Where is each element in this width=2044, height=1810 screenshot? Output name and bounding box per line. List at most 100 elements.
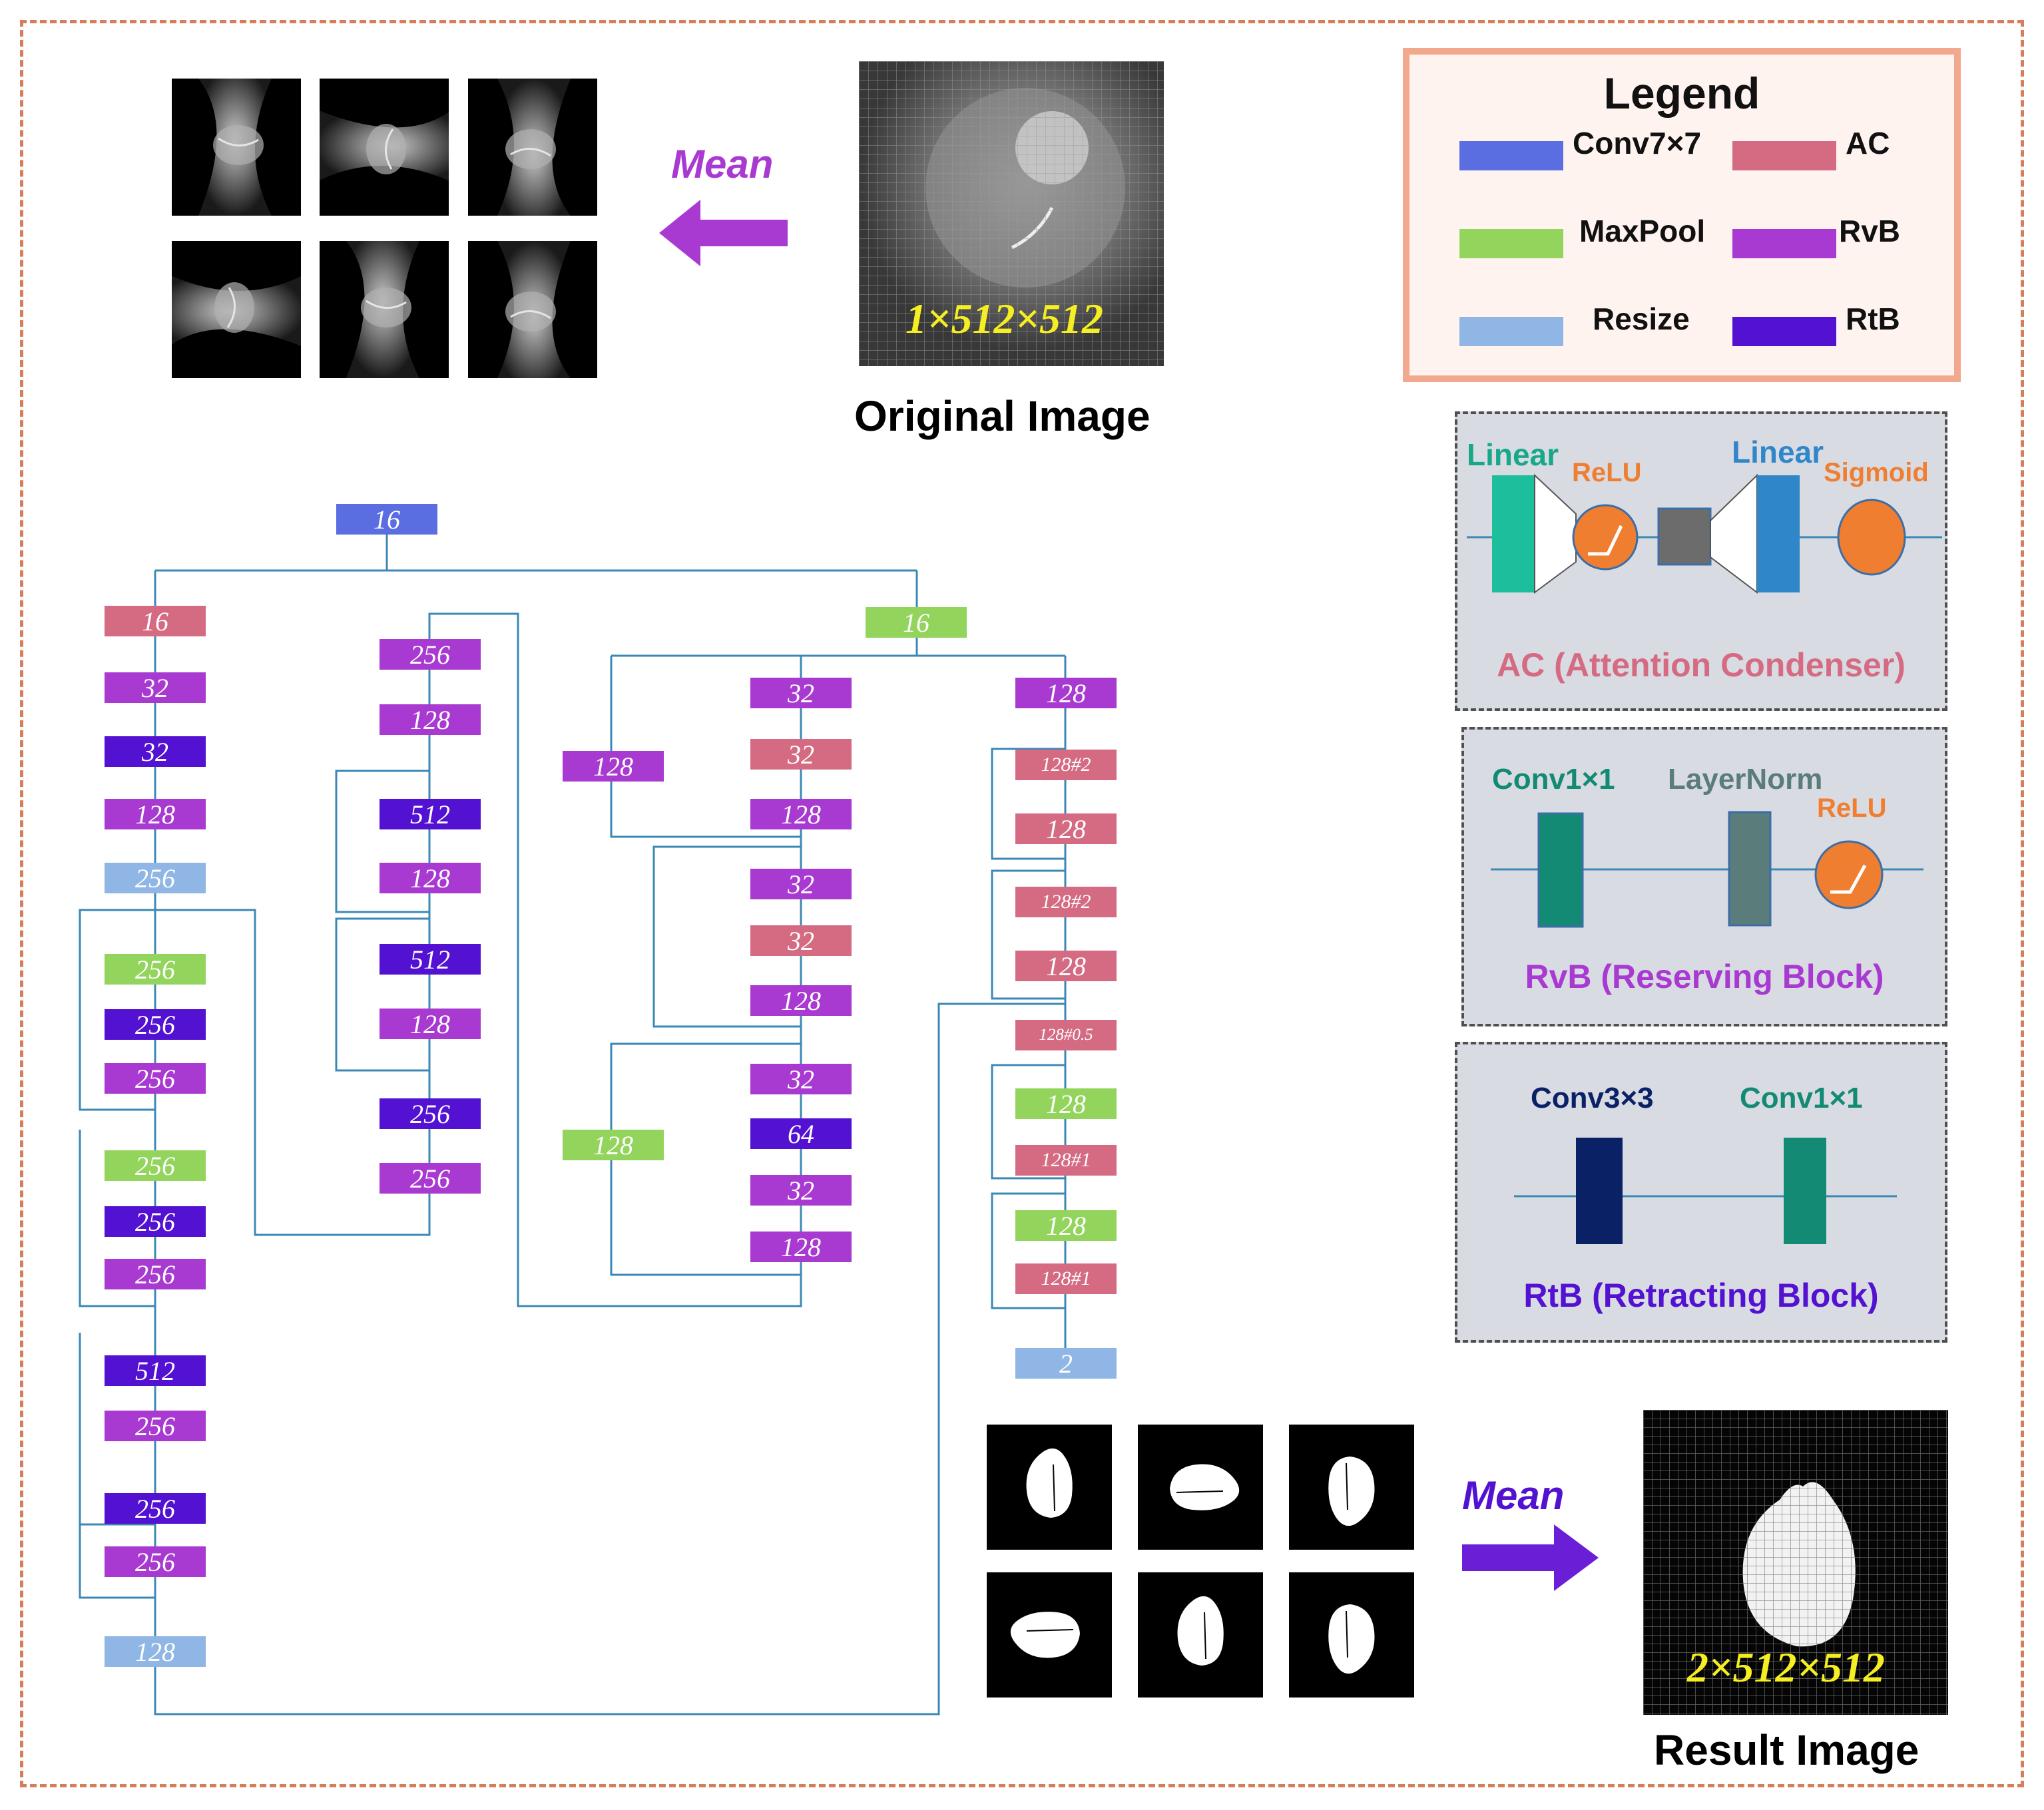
block-f7: 128 — [1015, 1088, 1117, 1119]
ac-panel-title: AC (Attention Condenser) — [1497, 646, 1906, 684]
block-d1: 128 — [563, 751, 664, 782]
rtb-conv3-label: Conv3×3 — [1531, 1082, 1654, 1114]
block-f2: 128#2 — [1015, 750, 1117, 780]
block-m0: 16 — [866, 607, 967, 638]
result-image: 2×512×512 — [1643, 1410, 1948, 1715]
ac-relu-label: ReLU — [1572, 458, 1642, 487]
rtb-panel: Conv3×3 Conv1×1 RtB (Retracting Block) — [1455, 1042, 1947, 1343]
block-a16: 128 — [105, 1636, 206, 1667]
ac-panel: Linear ReLU Linear Sigmoid AC (Attention… — [1455, 411, 1947, 711]
block-a10: 256 — [105, 1206, 206, 1237]
ac-sigmoid-label: Sigmoid — [1824, 458, 1929, 487]
original-image-caption: Original Image — [854, 392, 1150, 440]
block-e7: 32 — [750, 1064, 852, 1094]
rvb-conv-label: Conv1×1 — [1492, 763, 1615, 795]
block-a15: 256 — [105, 1546, 206, 1577]
block-c6: 128 — [380, 1009, 481, 1039]
input-thumbnail-0 — [172, 79, 301, 216]
input-thumbnail-5 — [468, 241, 597, 378]
mean-label-bottom: Mean — [1462, 1473, 1565, 1518]
block-a9: 256 — [105, 1150, 206, 1181]
mean-label-top: Mean — [671, 142, 774, 186]
block-a12: 512 — [105, 1355, 206, 1386]
block-c5: 512 — [380, 944, 481, 975]
block-e3: 128 — [750, 799, 852, 829]
legend-swatch-1 — [1732, 141, 1836, 170]
block-f6: 128#0.5 — [1015, 1020, 1117, 1050]
block-a4: 128 — [105, 799, 206, 829]
result-image-caption: Result Image — [1654, 1726, 1919, 1774]
block-f4: 128#2 — [1015, 887, 1117, 917]
block-c8: 256 — [380, 1163, 481, 1194]
block-f9: 128 — [1015, 1210, 1117, 1241]
block-f11: 2 — [1015, 1348, 1117, 1379]
block-c2: 128 — [380, 704, 481, 735]
legend-box: Legend Conv7×7 AC MaxPool RvB Resize RtB — [1403, 48, 1961, 382]
block-f8: 128#1 — [1015, 1145, 1117, 1176]
block-e6: 128 — [750, 985, 852, 1016]
input-thumbnail-1 — [320, 79, 449, 216]
original-dims: 1×512×512 — [905, 295, 1103, 342]
rtb-schematic — [1514, 1138, 1897, 1244]
output-thumbnail-1 — [1138, 1425, 1263, 1550]
input-thumbnail-2 — [468, 79, 597, 216]
block-e9: 32 — [750, 1175, 852, 1206]
legend-swatch-0 — [1459, 141, 1563, 170]
block-e2: 32 — [750, 739, 852, 770]
block-f10: 128#1 — [1015, 1263, 1117, 1294]
rtb-conv1-label: Conv1×1 — [1740, 1082, 1863, 1114]
legend-title: Legend — [1603, 69, 1760, 118]
block-f3: 128 — [1015, 813, 1117, 844]
block-a6: 256 — [105, 954, 206, 985]
output-thumbnail-5 — [1289, 1572, 1414, 1697]
block-b0: 16 — [336, 504, 437, 535]
rvb-panel: Conv1×1 LayerNorm ReLU RvB (Reserving Bl… — [1461, 727, 1947, 1026]
block-a13: 256 — [105, 1411, 206, 1441]
legend-label-3: RvB — [1839, 214, 1901, 248]
input-thumbnail-3 — [172, 241, 301, 378]
ac-schematic — [1467, 473, 1942, 594]
block-a14: 256 — [105, 1493, 206, 1524]
block-a5: 256 — [105, 863, 206, 893]
block-d2: 128 — [563, 1130, 664, 1160]
legend-label-2: MaxPool — [1579, 214, 1706, 248]
block-a7: 256 — [105, 1009, 206, 1040]
ac-linear1-label: Linear — [1467, 437, 1559, 472]
legend-swatch-4 — [1459, 317, 1563, 346]
block-f1: 128 — [1015, 678, 1117, 708]
legend-label-5: RtB — [1846, 302, 1900, 336]
output-thumbnail-2 — [1289, 1425, 1414, 1550]
output-thumbnail-4 — [1138, 1572, 1263, 1697]
legend-swatch-2 — [1459, 229, 1563, 258]
block-c3: 512 — [380, 799, 481, 829]
block-e4: 32 — [750, 869, 852, 899]
right-arrow-icon — [1462, 1524, 1599, 1591]
rvb-panel-title: RvB (Reserving Block) — [1525, 958, 1884, 995]
legend-swatch-3 — [1732, 229, 1836, 258]
ac-linear2-label: Linear — [1732, 435, 1824, 469]
block-a1: 16 — [105, 606, 206, 636]
block-e8: 64 — [750, 1118, 852, 1149]
output-thumbnail-3 — [987, 1572, 1112, 1697]
rvb-relu-label: ReLU — [1817, 793, 1887, 823]
legend-label-0: Conv7×7 — [1573, 126, 1702, 160]
block-a11: 256 — [105, 1259, 206, 1289]
legend-label-1: AC — [1846, 126, 1890, 160]
block-e5: 32 — [750, 925, 852, 956]
legend-swatch-5 — [1732, 317, 1836, 346]
rtb-panel-title: RtB (Retracting Block) — [1523, 1277, 1879, 1314]
left-arrow-icon — [659, 200, 788, 266]
block-c1: 256 — [380, 639, 481, 670]
original-image: 1×512×512 — [859, 61, 1164, 366]
block-a2: 32 — [105, 672, 206, 703]
block-a8: 256 — [105, 1063, 206, 1094]
dashed-border — [20, 20, 2024, 1787]
legend-label-4: Resize — [1593, 302, 1690, 336]
block-a3: 32 — [105, 736, 206, 767]
block-e10: 128 — [750, 1232, 852, 1262]
output-thumbnail-0 — [987, 1425, 1112, 1550]
rvb-schematic — [1491, 811, 1923, 928]
block-e1: 32 — [750, 678, 852, 708]
result-dims: 2×512×512 — [1687, 1644, 1885, 1691]
